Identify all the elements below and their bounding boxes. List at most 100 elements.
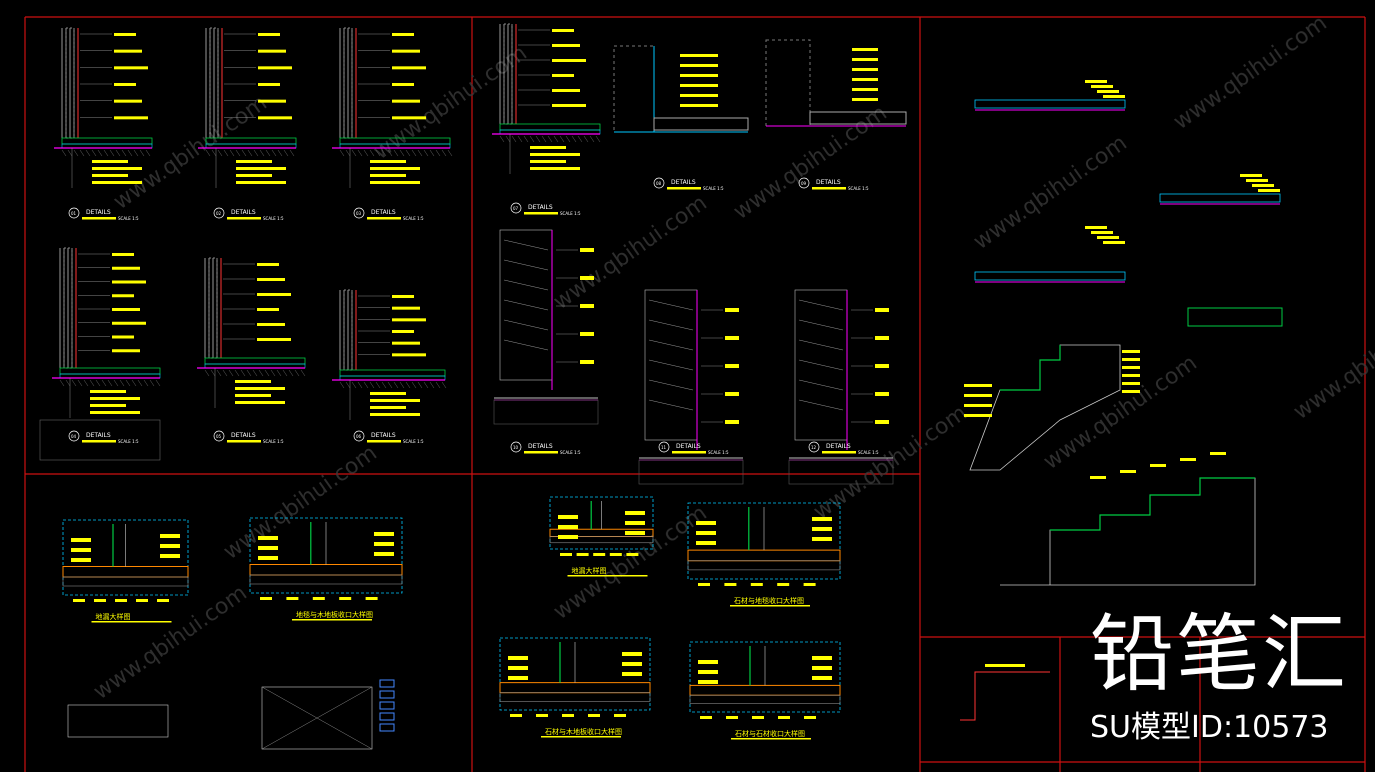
annotation-bar bbox=[236, 174, 272, 177]
annotation-bar bbox=[530, 146, 566, 149]
drawing-line bbox=[79, 149, 85, 157]
detail-group-left-top bbox=[54, 27, 453, 188]
section-detail bbox=[613, 45, 749, 133]
annotation-bar bbox=[964, 414, 992, 417]
drawing-line bbox=[85, 149, 91, 157]
drawing-line bbox=[259, 149, 265, 157]
drawing-line bbox=[149, 379, 155, 387]
wall-section bbox=[638, 289, 744, 485]
annotation-bar bbox=[90, 397, 140, 400]
drawing-line bbox=[648, 399, 694, 411]
drawing-line bbox=[381, 381, 387, 389]
annotation-bar bbox=[258, 116, 292, 120]
drawing-line bbox=[503, 239, 549, 251]
annotation-bar bbox=[114, 99, 142, 103]
drawing-line bbox=[121, 149, 127, 157]
annotation-bar bbox=[580, 276, 594, 280]
annotation-bar bbox=[812, 656, 832, 660]
annotation-bar bbox=[680, 84, 718, 87]
annotation-bar bbox=[367, 440, 401, 443]
section-detail bbox=[765, 39, 907, 127]
annotation-bar bbox=[392, 341, 420, 345]
wall-floor-detail bbox=[332, 27, 453, 188]
detail-scale: SCALE 1:5 bbox=[848, 186, 869, 191]
annotation-bar bbox=[339, 597, 352, 600]
plan-detail: 地毯与木地板收口大样图 bbox=[249, 517, 403, 621]
drawing-line bbox=[399, 381, 405, 389]
floor-finish bbox=[59, 367, 161, 375]
drawing-line bbox=[393, 149, 399, 157]
annotation-bar bbox=[725, 364, 739, 368]
annotation-bar bbox=[157, 599, 169, 602]
drawing-line bbox=[95, 379, 101, 387]
callout-number: 03 bbox=[356, 211, 362, 216]
drawing-line bbox=[283, 149, 289, 157]
annotation-bar bbox=[392, 330, 414, 333]
detail-title: DETAILS bbox=[528, 443, 553, 450]
drawing-line bbox=[351, 149, 357, 157]
annotation-bar bbox=[292, 619, 372, 621]
annotation-bar bbox=[370, 399, 420, 402]
corner-line bbox=[960, 671, 1050, 721]
tag-box bbox=[379, 679, 395, 688]
annotation-bar bbox=[580, 248, 594, 252]
annotation-bar bbox=[875, 392, 889, 396]
drawing-line bbox=[216, 369, 222, 377]
watermark-text: www.qbihui.com bbox=[1289, 301, 1375, 425]
drawing-line bbox=[535, 135, 541, 143]
annotation-bar bbox=[1097, 90, 1119, 93]
wall-floor-detail bbox=[54, 27, 153, 188]
callout-number: 01 bbox=[71, 211, 77, 216]
annotation-bar bbox=[803, 583, 816, 586]
drawing-line bbox=[205, 149, 211, 157]
annotation-bar bbox=[112, 321, 146, 325]
annotation-bar bbox=[625, 521, 645, 525]
annotation-bar bbox=[90, 404, 126, 407]
tag-box bbox=[379, 701, 395, 710]
drawing-line bbox=[387, 149, 393, 157]
drawing-line bbox=[648, 299, 694, 311]
drawing-line bbox=[429, 381, 435, 389]
detail-group-mid-walls bbox=[493, 229, 894, 485]
drawing-line bbox=[300, 369, 306, 377]
drawing-line bbox=[339, 149, 345, 157]
floor-finish bbox=[499, 123, 601, 131]
watermark-text: www.qbihui.com bbox=[109, 91, 272, 215]
ground-hatch bbox=[39, 419, 161, 461]
drawing-line bbox=[541, 135, 547, 143]
drawing-line bbox=[503, 319, 549, 331]
annotation-bar bbox=[114, 83, 136, 86]
detail-frame bbox=[62, 519, 189, 596]
annotation-bar bbox=[370, 413, 420, 416]
annotation-bar bbox=[508, 666, 528, 670]
annotation-bar bbox=[112, 294, 134, 298]
drawing-line bbox=[583, 135, 589, 143]
annotation-bar bbox=[852, 58, 878, 61]
drawing-line bbox=[91, 149, 97, 157]
annotation-bar bbox=[90, 390, 126, 393]
annotation-bar bbox=[114, 33, 136, 36]
drawing-line bbox=[648, 319, 694, 331]
annotation-bar bbox=[696, 521, 716, 525]
annotation-bar bbox=[552, 44, 580, 47]
drawing-line bbox=[411, 149, 417, 157]
annotation-bar bbox=[370, 392, 406, 395]
annotation-bar bbox=[680, 54, 718, 57]
foundation bbox=[788, 459, 894, 485]
drawing-line bbox=[798, 359, 844, 371]
annotation-bar bbox=[71, 548, 91, 552]
drawing-line bbox=[125, 379, 131, 387]
annotation-bar bbox=[1103, 241, 1125, 244]
annotation-bar bbox=[374, 542, 394, 546]
drawing-line bbox=[101, 379, 107, 387]
annotation-bar bbox=[392, 318, 426, 322]
annotation-bar bbox=[115, 599, 127, 602]
annotation-bar bbox=[725, 336, 739, 340]
annotation-bar bbox=[588, 714, 600, 717]
floor-layer bbox=[1159, 193, 1281, 203]
annotation-bar bbox=[530, 160, 566, 163]
drawing-line bbox=[423, 381, 429, 389]
annotation-bar bbox=[622, 652, 642, 656]
